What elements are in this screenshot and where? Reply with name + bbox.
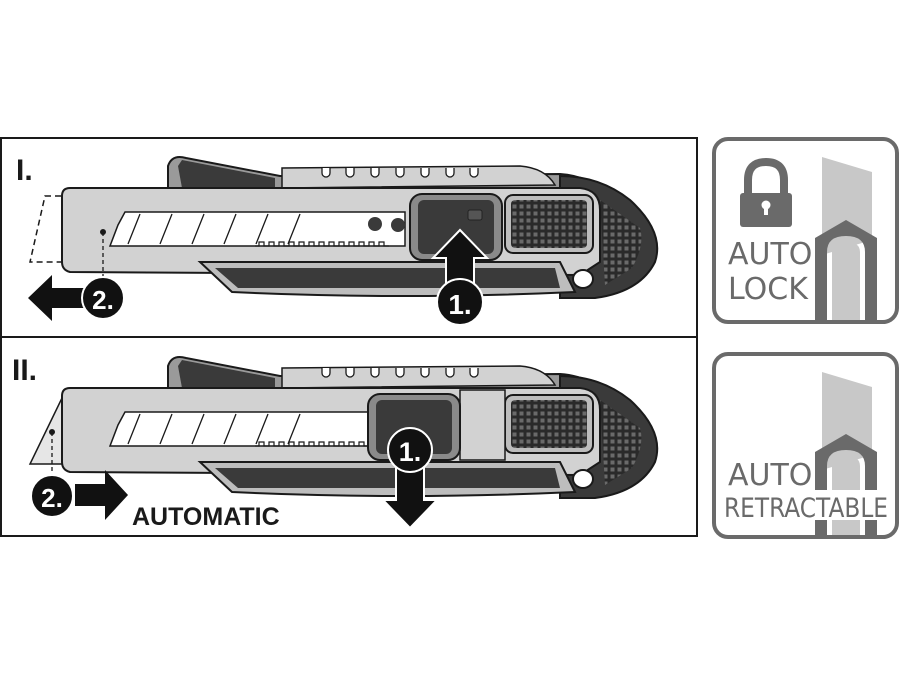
step-1-badge: 1.: [387, 427, 433, 473]
svg-text:1.: 1.: [448, 289, 471, 320]
auto-retractable-badge: AUTO RETRACTABLE: [712, 352, 899, 539]
arrow-down-icon: [380, 464, 440, 530]
feature-line2: RETRACTABLE: [724, 493, 888, 524]
auto-lock-badge: AUTO LOCK: [712, 137, 899, 324]
panel-2: II. 1. 2. AUTOMATIC: [12, 354, 659, 531]
svg-text:2.: 2.: [92, 285, 114, 315]
retract-icon: [815, 434, 877, 535]
automatic-label: AUTOMATIC: [132, 503, 280, 531]
panel-label: I.: [16, 154, 33, 187]
arrow-left-icon: [28, 275, 85, 321]
panel-1: I. 1. 2.: [16, 154, 659, 326]
step-1-badge: 1.: [436, 278, 484, 326]
feature-line1: AUTO: [728, 458, 812, 493]
blade-holder-icon: [815, 220, 877, 320]
feature-line1: AUTO: [728, 237, 812, 272]
svg-text:2.: 2.: [41, 483, 63, 513]
lock-icon: [740, 157, 792, 227]
arrow-right-icon: [75, 470, 128, 520]
panel-label: II.: [12, 354, 37, 387]
svg-text:1.: 1.: [399, 437, 422, 467]
step-2-badge: 2.: [30, 474, 74, 518]
step-2-badge: 2.: [81, 276, 125, 320]
feature-line2: LOCK: [728, 272, 809, 307]
